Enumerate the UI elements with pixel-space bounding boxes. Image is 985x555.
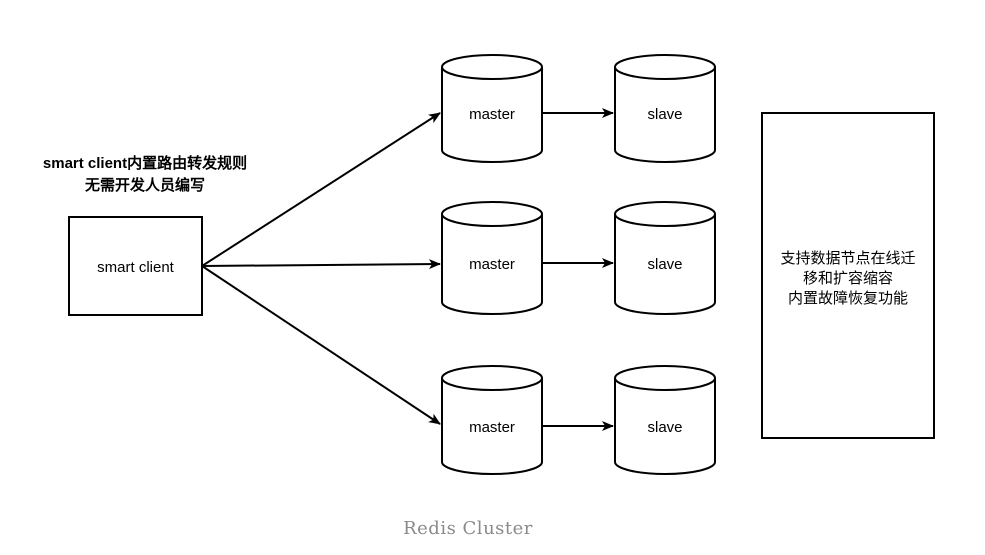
master-node-2: master [441,201,543,315]
slave-node-1: slave [614,54,716,163]
master-label-1: master [469,106,515,123]
master-node-1: master [441,54,543,163]
features-line-3: 内置故障恢复功能 [788,289,908,307]
slave-label-3: slave [647,419,682,436]
edge-client-master-1 [201,112,441,267]
master-node-3: master [441,365,543,475]
smart-client-label: smart client [97,259,175,276]
master-label-2: master [469,256,515,273]
features-line-1: 支持数据节点在线迁 [780,250,915,267]
edge-client-master-3 [201,265,441,425]
master-label-3: master [469,419,515,436]
edge-client-master-2 [201,259,441,270]
client-note-line-1: smart client内置路由转发规则 [43,154,247,172]
features-box: 支持数据节点在线迁 移和扩容缩容 内置故障恢复功能 [761,112,935,439]
client-note-line-2: 无需开发人员编写 [84,176,205,194]
slave-label-1: slave [647,106,682,123]
features-line-2: 移和扩容缩容 [803,270,893,287]
smart-client-node: smart client [68,216,203,316]
slave-label-2: slave [647,256,682,273]
slave-node-2: slave [614,201,716,315]
figure-caption: Redis Cluster [403,518,533,539]
slave-node-3: slave [614,365,716,475]
